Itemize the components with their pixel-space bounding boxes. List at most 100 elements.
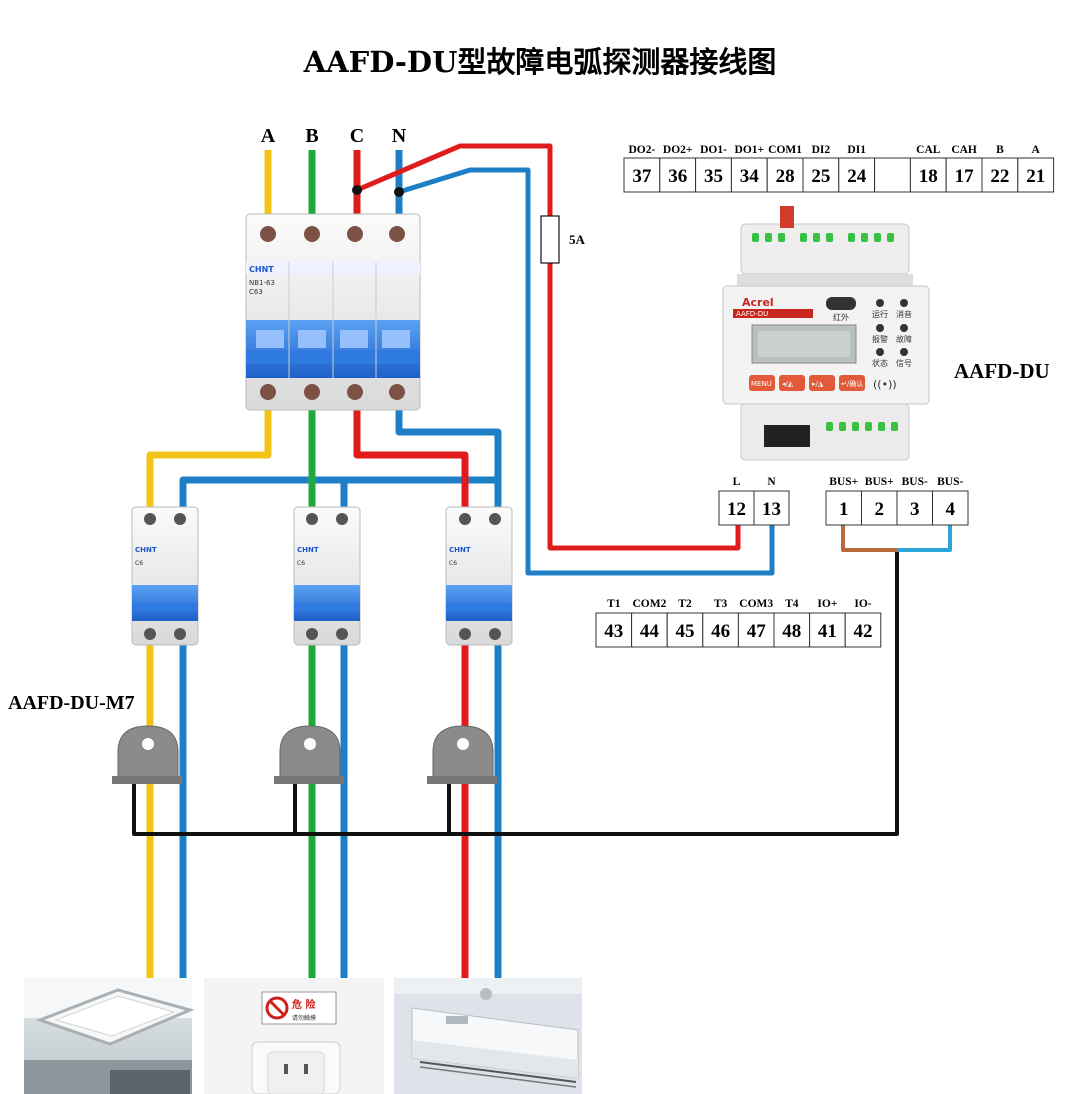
wire-n-to-branch1 [179,476,498,508]
bottom-terminal-number: 41 [818,621,837,642]
bottom-terminal-cell [595,612,633,648]
top-terminal-label: DO1- [700,144,727,156]
enter-button-label: ↵/确认 [841,379,863,388]
top-terminal-cell [945,157,983,193]
danger-sign-subtitle: 请勿触摸 [292,1014,316,1022]
fuse-label: 5A [569,232,586,247]
bus-terminal-cell [825,490,862,526]
menu-button[interactable] [749,375,775,391]
wire-a-to-branch1 [146,408,272,508]
top-terminal-label: DO1+ [735,144,765,156]
top-terminal-cell [766,157,804,193]
sound-icon: ((•)) [873,378,897,391]
sensor-label: AAFD-DU-M7 [8,692,135,714]
top-terminal-number: 36 [668,166,687,187]
top-terminal-number: 35 [704,166,723,187]
top-terminal-cell [623,157,661,193]
bottom-terminal-number: 42 [854,621,873,642]
top-terminal-number: 17 [955,166,975,187]
main-breaker-model: NB1-63 [249,279,275,287]
bottom-terminal-label: T2 [678,598,692,610]
top-terminal-label: DI1 [847,144,866,156]
phase-label-a: A [261,125,276,147]
top-terminal-number: 28 [776,166,795,187]
bus-terminal-number: 2 [875,499,885,520]
top-terminal-number: 34 [740,166,760,187]
wire-c-to-branch3 [353,408,469,508]
bus-terminal-label: BUS- [937,476,963,488]
power-terminal-number: 12 [727,499,746,520]
current-sensor-3 [427,725,497,784]
device-model-plate: AAFD-DU [736,310,768,318]
right-button[interactable] [809,375,835,391]
wire-n-supply [398,167,775,576]
right-button-label: ▸/◮ [812,380,824,388]
bus-terminal-label: BUS+ [865,476,894,488]
top-terminal-number: 24 [847,166,867,187]
wire-bus-plus [841,524,897,552]
power-terminal-label: N [767,476,776,488]
top-terminal-number: 25 [811,166,830,187]
fuse: 5A [540,215,586,264]
bottom-terminal-cell [809,612,846,648]
top-terminal-cell [1017,157,1055,193]
power-terminal-cell [718,490,755,526]
bus-terminal-number: 3 [910,499,920,520]
load-ceiling-light [24,978,195,1094]
device-brand: Acrel [742,296,774,309]
top-terminal-label: A [1032,144,1041,156]
bottom-terminal-label: T1 [607,598,621,610]
branch-breaker-1-rating: C6 [135,560,143,567]
device-buttons: MENU ◂/◭ ▸/◮ ↵/确认 [749,375,865,391]
page-title: AAFD-DU型故障电弧探测器接线图 [303,45,777,79]
load-air-conditioner [394,978,582,1094]
bottom-terminal-number: 46 [711,621,730,642]
top-terminal-cell [802,157,840,193]
bus-terminal-label: BUS- [902,476,928,488]
ir-label: 红外 [833,312,849,322]
led-label-mute: 消音 [896,309,912,319]
power-terminal-number: 13 [762,499,781,520]
bottom-terminal-number: 43 [604,621,623,642]
bus-terminal-cell [932,490,969,526]
main-breaker-brand: CHNT [249,265,274,274]
top-terminal-number: 22 [990,166,1009,187]
current-sensor-2 [274,725,344,784]
device-label: AAFD-DU [954,359,1050,383]
top-terminal-label: CAL [916,144,941,156]
left-button[interactable] [779,375,805,391]
bottom-terminal-number: 44 [640,621,660,642]
phase-labels: A B C N [261,125,407,147]
bottom-terminal-cell [844,612,882,648]
top-terminal-label: DI2 [812,144,831,156]
top-terminal-strip: DO2-37DO2+36DO1-35DO1+34COM128DI225DI124… [623,144,1055,193]
top-terminal-number: 18 [919,166,938,187]
top-terminal-cell [874,157,911,193]
main-breaker-rating: C63 [249,288,263,296]
top-terminal-cell [695,157,732,193]
top-terminal-number: 37 [632,166,652,187]
bottom-terminal-number: 48 [782,621,801,642]
junction-n [394,187,404,197]
enter-button[interactable] [839,375,865,391]
main-breaker: CHNT NB1-63 C63 [245,213,421,411]
bottom-terminal-cell [737,612,775,648]
menu-button-label: MENU [751,380,772,388]
phase-label-n: N [392,125,407,147]
wire-sensor-bus [132,550,899,836]
bottom-terminal-label: IO- [854,598,871,610]
top-terminal-cell [659,157,697,193]
branch-breaker-2-brand: CHNT [297,546,319,554]
top-terminal-label: COM1 [768,144,802,156]
current-sensor-1 [112,725,182,784]
bottom-terminal-label: T4 [785,598,799,610]
top-terminal-label: CAH [951,144,977,156]
branch-breaker-3-brand: CHNT [449,546,471,554]
wire-bus-minus [897,524,952,552]
led-label-alarm: 报警 [872,334,888,344]
phase-label-c: C [350,125,364,147]
device-leds: 运行 消音 报警 故障 状态 信号 [872,299,912,368]
